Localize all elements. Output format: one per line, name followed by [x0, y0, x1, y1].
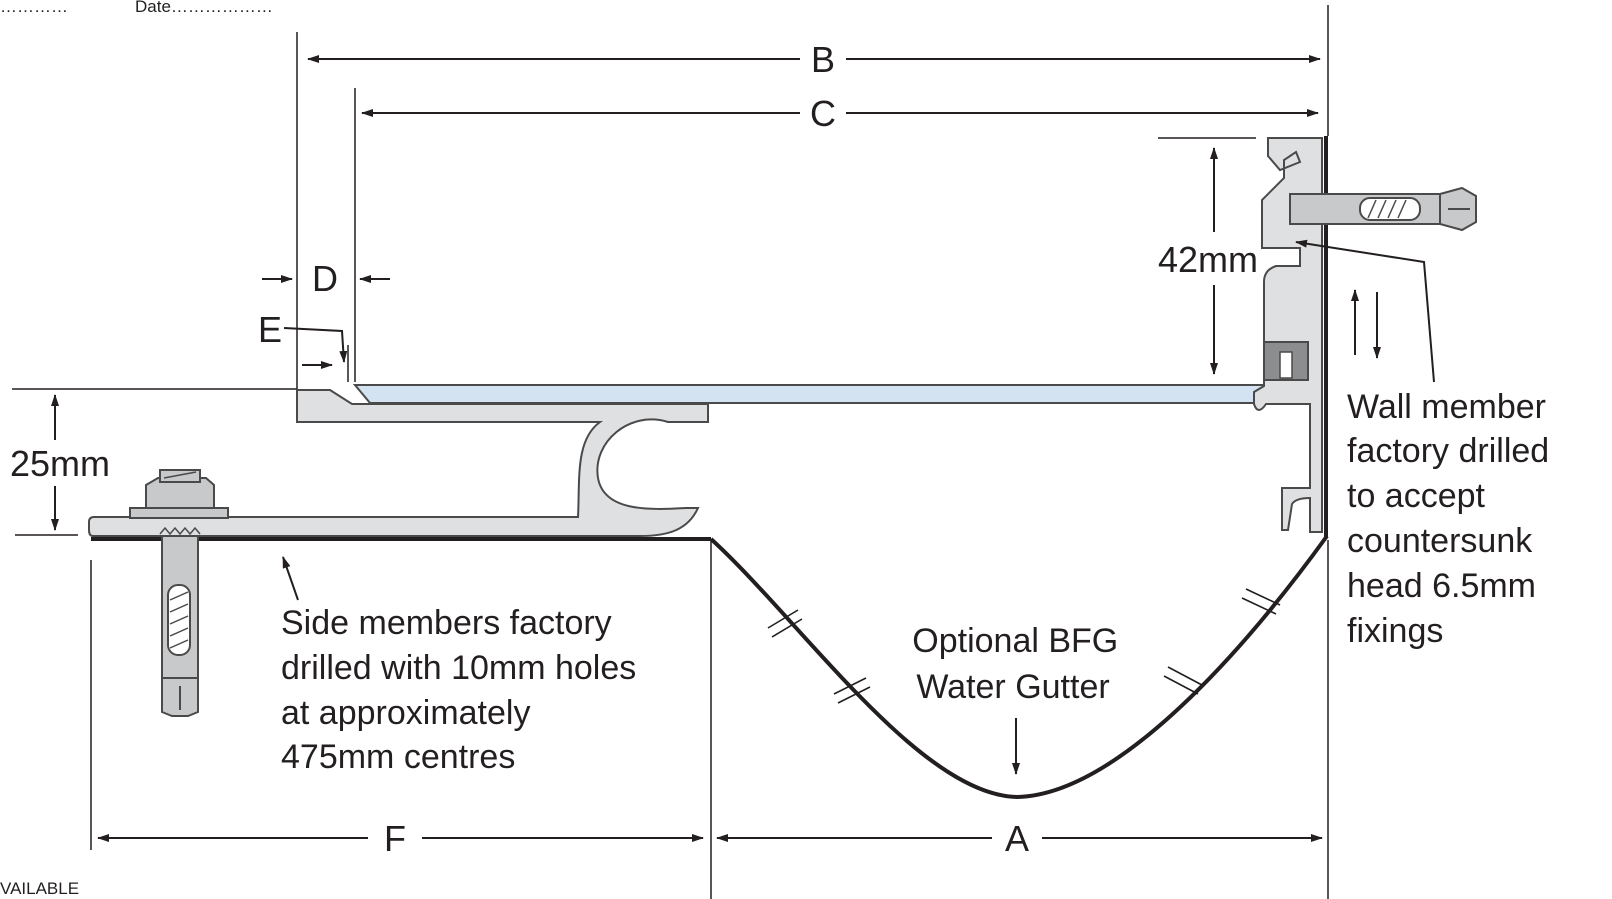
dim-label-25mm: 25mm	[10, 443, 110, 484]
note-wall-member-line-6: fixings	[1347, 612, 1443, 650]
wall-member-slot	[1279, 351, 1293, 379]
note-side-members: Side members factory drilled with 10mm h…	[281, 604, 646, 776]
header-date: Date………………	[135, 0, 273, 16]
note-gutter-line-1: Optional BFG	[912, 622, 1118, 660]
note-wall-member-line-1: Wall member	[1347, 388, 1546, 426]
dim-label-42mm: 42mm	[1158, 239, 1258, 280]
cover-plate	[352, 384, 1311, 404]
dim-label-b: B	[811, 39, 835, 80]
note-wall-member-line-2: factory drilled	[1347, 432, 1549, 470]
note-gutter-line-2: Water Gutter	[916, 668, 1109, 706]
note-side-members-line-1: Side members factory	[281, 604, 612, 642]
note-wall-member-line-4: countersunk	[1347, 522, 1533, 560]
note-wall-member: Wall member factory drilled to accept co…	[1347, 388, 1559, 650]
gutter-break-marks	[767, 588, 1281, 704]
note-wall-member-line-3: to accept	[1347, 477, 1486, 515]
header-dots: …………	[0, 0, 68, 16]
dim-leader-e	[283, 327, 348, 363]
note-side-members-line-2: drilled with 10mm holes	[281, 649, 636, 687]
water-gutter	[709, 534, 1329, 800]
dim-label-a: A	[1005, 818, 1029, 859]
wall-member-profile	[1253, 137, 1323, 533]
dim-label-c: C	[810, 93, 836, 134]
wall-anchor-bolt	[1289, 186, 1477, 232]
note-gutter: Optional BFG Water Gutter	[912, 622, 1127, 706]
floor-anchor-bolt	[129, 469, 229, 717]
dim-label-d: D	[312, 258, 338, 299]
dim-label-f: F	[384, 818, 406, 859]
leader-wall-member	[1295, 239, 1435, 383]
note-wall-member-line-5: head 6.5mm	[1347, 567, 1536, 605]
dim-label-e: E	[258, 309, 282, 350]
note-side-members-line-3: at approximately	[281, 694, 530, 732]
side-member-profile	[88, 389, 709, 537]
footer-corner-text: VAILABLE	[0, 879, 79, 898]
note-side-members-line-4: 475mm centres	[281, 738, 515, 776]
leader-side-members	[282, 556, 299, 601]
